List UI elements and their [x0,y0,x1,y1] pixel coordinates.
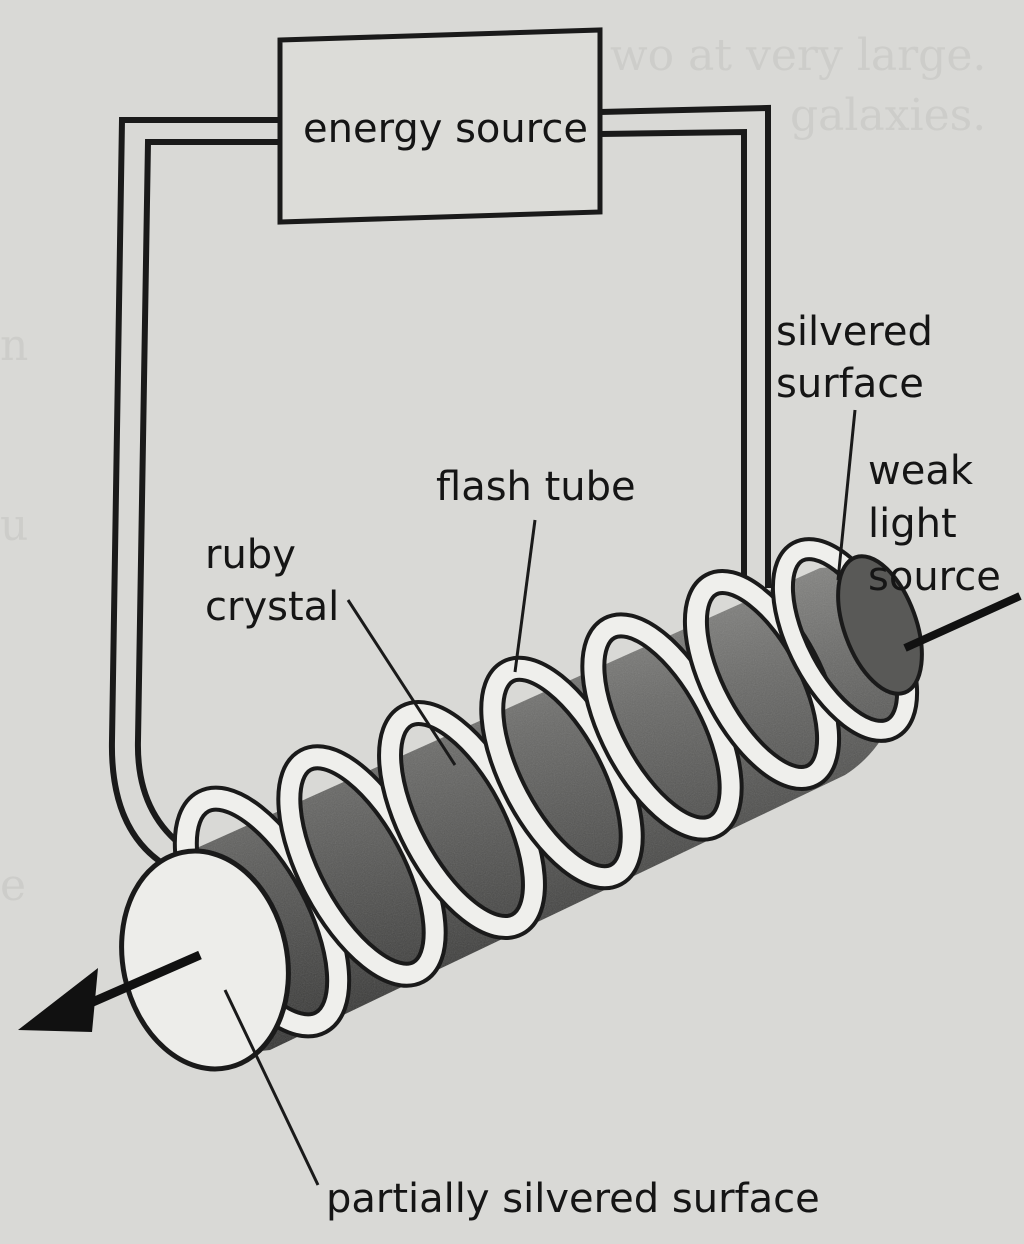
power-wires [108,104,771,868]
weak-light-label-line1: weak [868,448,974,494]
weak-light-label-line2: light [868,501,957,547]
silvered-surface-label-line1: silvered [776,309,933,355]
svg-text:n: n [0,320,28,371]
ruby-crystal-label-line1: ruby [205,532,296,578]
svg-text:u: u [0,500,28,551]
svg-text:wo at very large.: wo at very large. [610,30,986,81]
weak-light-label-line3: source [868,554,1001,600]
svg-text:galaxies.: galaxies. [790,90,986,141]
energy-source-label: energy source [303,106,588,152]
svg-text:e: e [0,860,26,911]
silvered-back-end [836,554,924,696]
background-bleed-text: wo at very large. galaxies. n u e [0,30,986,911]
energy-source-box [277,27,603,225]
flash-tube-coils [172,537,920,1039]
laser-output-arrow [18,950,202,1032]
partially-silvered-surface-label: partially silvered surface [326,1176,820,1222]
partially-silvered-end-face [119,848,291,1072]
silvered-surface-label-line2: surface [776,361,924,407]
weak-light-beam [903,592,1022,652]
ruby-crystal-label-line2: crystal [205,584,339,630]
leader-lines [223,409,857,1186]
flash-tube-label: flash tube [436,464,636,510]
